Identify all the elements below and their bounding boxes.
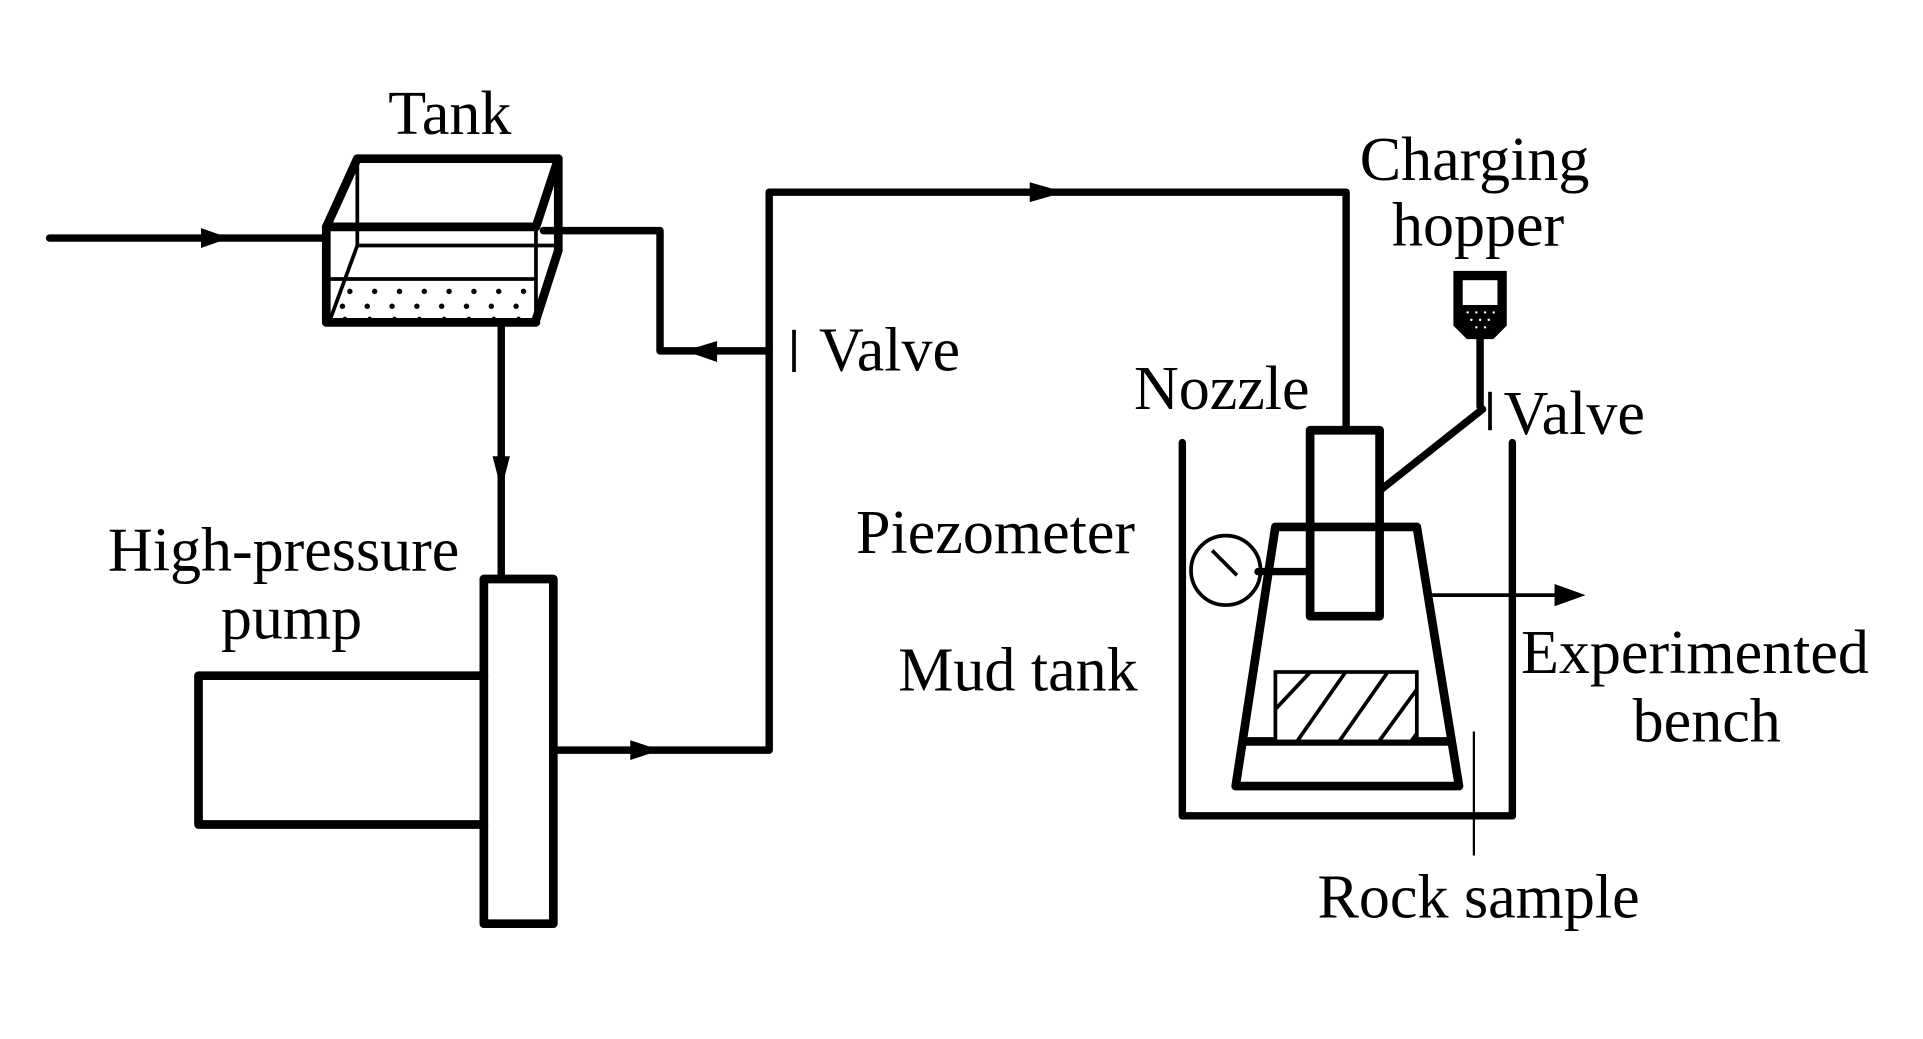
gauge-icon: [1189, 533, 1263, 607]
hopper-valve-label: Valve: [1504, 380, 1645, 448]
bench-label-line2: bench: [1633, 687, 1781, 755]
return-pipe: [539, 226, 773, 363]
bench-arrow-icon: [1554, 583, 1586, 607]
piezometer: [1189, 533, 1314, 607]
tank-fluid-dots: [339, 288, 527, 321]
pump-label-line1: High-pressure: [108, 516, 459, 584]
inlet-flow-arrow-icon: [200, 228, 230, 248]
tank-to-pump-pipe: [492, 318, 510, 583]
hopper-label-line1: Charging: [1360, 126, 1590, 194]
down-flow-arrow-icon: [492, 456, 510, 490]
top-flow-arrow-icon: [1029, 182, 1065, 203]
experimented-bench: [1231, 522, 1464, 791]
abrasive-feed-line: [1377, 405, 1487, 494]
return-valve-label: Valve: [819, 317, 960, 385]
rock-hatch-pattern: [1275, 672, 1417, 742]
gauge-needle-icon: [1210, 549, 1239, 577]
bench-label-line1: Experimented: [1521, 619, 1869, 687]
piezometer-label: Piezometer: [856, 499, 1135, 567]
mud-tank: [1178, 438, 1517, 820]
tank-label: Tank: [388, 80, 511, 148]
return-flow-arrow-icon: [684, 340, 718, 363]
mud-tank-label: Mud tank: [898, 637, 1137, 705]
hopper-label-line2: hopper: [1392, 192, 1565, 260]
rock-sample-label: Rock sample: [1318, 864, 1640, 932]
tank: [321, 154, 563, 327]
high-pressure-line: [549, 182, 1350, 761]
bench-pointer: [1429, 583, 1586, 607]
pump-outlet-arrow-icon: [630, 740, 661, 761]
charging-hopper: [1453, 270, 1507, 411]
inlet-pipe: [45, 228, 329, 248]
nozzle-label: Nozzle: [1134, 355, 1310, 423]
nozzle: [1305, 425, 1384, 621]
pump-label-line2: pump: [221, 585, 362, 653]
rock-sample: [1273, 670, 1419, 744]
